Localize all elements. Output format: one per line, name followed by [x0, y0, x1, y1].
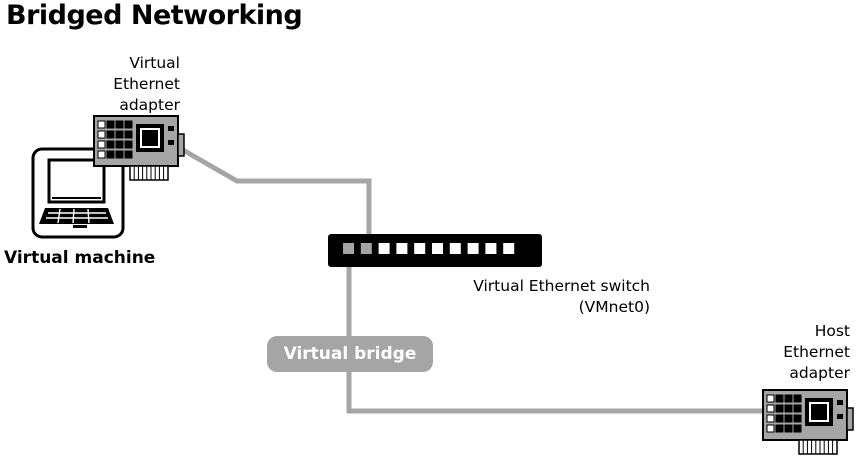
- virtual-adapter-label-line: Virtual: [129, 54, 180, 72]
- host-adapter-label-line: Ethernet: [783, 343, 850, 361]
- diagram-title: Bridged Networking: [6, 0, 303, 31]
- switch-label-line: Virtual Ethernet switch: [473, 277, 650, 295]
- cable-switch-to-host: [346, 248, 765, 414]
- virtual-bridge-label: Virtual bridge: [267, 336, 433, 372]
- network-switch-icon: [328, 234, 542, 267]
- network-card-icon: [762, 389, 854, 455]
- host-adapter-label: Host Ethernet adapter: [740, 321, 850, 384]
- host-adapter-label-line: adapter: [789, 364, 850, 382]
- virtual-adapter-label-line: Ethernet: [113, 75, 180, 93]
- switch-label-line: (VMnet0): [578, 298, 650, 316]
- cable-vm-to-switch: [181, 147, 372, 248]
- switch-label: Virtual Ethernet switch (VMnet0): [420, 276, 650, 318]
- virtual-adapter-label-line: adapter: [119, 96, 180, 114]
- virtual-machine-label: Virtual machine: [4, 248, 156, 268]
- network-card-icon: [93, 115, 185, 181]
- virtual-adapter-label: Virtual Ethernet adapter: [80, 53, 180, 116]
- host-adapter-label-line: Host: [814, 322, 850, 340]
